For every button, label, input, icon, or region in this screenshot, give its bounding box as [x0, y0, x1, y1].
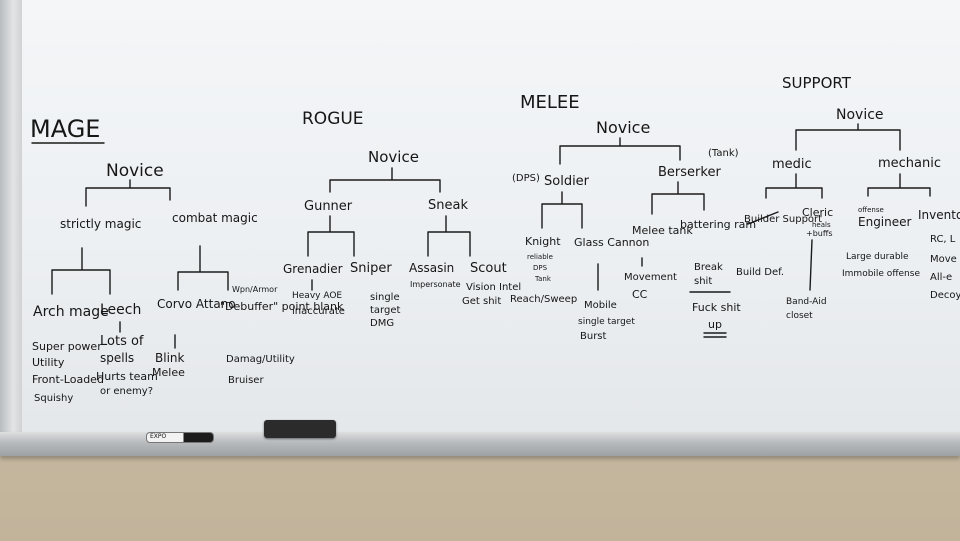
rogue-gunner: Gunner — [304, 199, 353, 214]
whiteboard — [0, 0, 960, 440]
rogue-grenadier: Grenadier — [283, 262, 343, 276]
rogue-assasin: Assasin — [409, 261, 454, 275]
mage-leech-note-1: Lots of — [100, 334, 144, 349]
rogue-sniper: Sniper — [350, 261, 392, 276]
support-builder: Builder Support — [744, 214, 822, 225]
support-inventor-note-2: Move — [930, 254, 957, 265]
melee-battering-note-2: shit — [694, 276, 712, 287]
melee-glass-note-2: single target — [578, 317, 635, 327]
mage-arch-note-2: Utility — [32, 356, 65, 369]
melee-battering-ram: battering ram — [680, 218, 756, 231]
mage-corvo-note-2: Melee — [152, 366, 185, 379]
melee-soldier: Soldier — [544, 174, 590, 189]
support-cleric: Cleric — [802, 206, 833, 219]
support-engineer-note-2: Immobile offense — [842, 269, 920, 279]
support-engineer: Engineer — [858, 215, 912, 229]
support-novice: Novice — [836, 107, 884, 123]
whiteboard-eraser — [264, 420, 336, 438]
melee-battering-note-4: up — [708, 318, 722, 331]
melee-battering-note-3: Fuck shit — [692, 301, 741, 314]
rogue-sneak: Sneak — [428, 198, 468, 213]
melee-berserker: Berserker — [658, 165, 721, 180]
rogue-scout-note-2: Get shit — [462, 296, 501, 307]
mage-corvo-note-1: Blink — [155, 351, 185, 365]
mage-leech-note-4: or enemy? — [100, 386, 153, 397]
support-inventor-note-1: RC, L — [930, 234, 956, 245]
rogue-grenadier-note-1: Heavy AOE — [292, 291, 342, 301]
melee-soldier-tag: (DPS) — [512, 173, 540, 184]
marker-tray — [0, 432, 960, 456]
support-engineer-note-1: Large durable — [846, 252, 909, 262]
mage-debuffer-tag: Wpn/Armor — [232, 285, 278, 294]
melee-knight: Knight — [525, 235, 561, 248]
support-inventor-note-3: All-e — [930, 272, 952, 283]
support-cleric-note-1: heals — [812, 221, 831, 229]
mage-arch-note-3: Front-Loaded — [32, 373, 104, 386]
mage-leech-note-3: Hurts team — [96, 370, 158, 383]
support-inventor-note-4: Decoy — [930, 290, 960, 301]
mage-debuffer-note-2: Bruiser — [228, 375, 264, 386]
whiteboard-drawing: MAGE Novice strictly magic combat magic … — [30, 74, 960, 404]
rogue-sniper-note-2: target — [370, 305, 400, 316]
mage-combat-magic: combat magic — [172, 211, 258, 225]
support-inventor: Inventor — [918, 208, 960, 222]
mage-title: MAGE — [30, 115, 100, 143]
rogue-novice: Novice — [368, 148, 419, 166]
mage-leech: Leech — [100, 302, 141, 318]
mage-arch-note-1: Super power — [32, 340, 102, 353]
rogue-title: ROGUE — [302, 109, 364, 129]
marker-brand-label: EXPO — [150, 433, 167, 440]
melee-berserker-tag: (Tank) — [708, 148, 739, 159]
rogue-scout: Scout — [470, 261, 507, 276]
rogue-sniper-note-1: single — [370, 292, 400, 303]
melee-glass-note-3: Burst — [580, 331, 607, 342]
melee-glass-cannon: Glass Cannon — [574, 236, 649, 249]
mage-leech-note-2: spells — [100, 351, 134, 365]
melee-melee-tank-note-1: Movement — [624, 272, 677, 283]
melee-title: MELEE — [520, 92, 580, 113]
dry-erase-marker — [146, 432, 214, 443]
support-cleric-extra-2: closet — [786, 311, 813, 321]
melee-knight-note-3: Tank — [534, 275, 552, 283]
melee-knight-note-2: DPS — [533, 264, 548, 272]
support-medic: medic — [772, 157, 812, 172]
mage-arch-note-4: Squishy — [34, 393, 73, 404]
rogue-grenadier-note-2: inaccurate — [292, 306, 345, 317]
melee-novice: Novice — [596, 118, 650, 137]
support-builder-note-1: Build Def. — [736, 267, 784, 278]
melee-knight-extra: Reach/Sweep — [510, 294, 577, 305]
mage-corvo: Corvo Attano — [157, 297, 236, 311]
support-mechanic: mechanic — [878, 156, 941, 171]
support-title: SUPPORT — [782, 74, 852, 92]
melee-battering-note-1: Break — [694, 262, 723, 273]
mage-novice: Novice — [106, 161, 164, 181]
melee-melee-tank-note-2: CC — [632, 288, 648, 301]
melee-glass-note-1: Mobile — [584, 300, 617, 311]
mage-strictly-magic: strictly magic — [60, 217, 141, 231]
support-engineer-tag: offense — [858, 206, 884, 214]
rogue-assasin-note-1: Impersonate — [410, 280, 461, 289]
rogue-scout-note-1: Vision Intel — [466, 282, 521, 293]
mage-debuffer: "Debuffer" point blank — [220, 300, 344, 313]
rogue-sniper-note-3: DMG — [370, 318, 394, 329]
whiteboard-frame-left — [0, 0, 22, 445]
mage-debuffer-note-1: Damag/Utility — [226, 354, 295, 365]
melee-knight-note-1: reliable — [527, 253, 553, 261]
support-cleric-note-2: +buffs — [806, 229, 833, 238]
melee-melee-tank: Melee tank — [632, 224, 693, 237]
mage-arch-mage: Arch mage — [33, 304, 109, 320]
support-cleric-extra-1: Band-Aid — [786, 297, 827, 307]
